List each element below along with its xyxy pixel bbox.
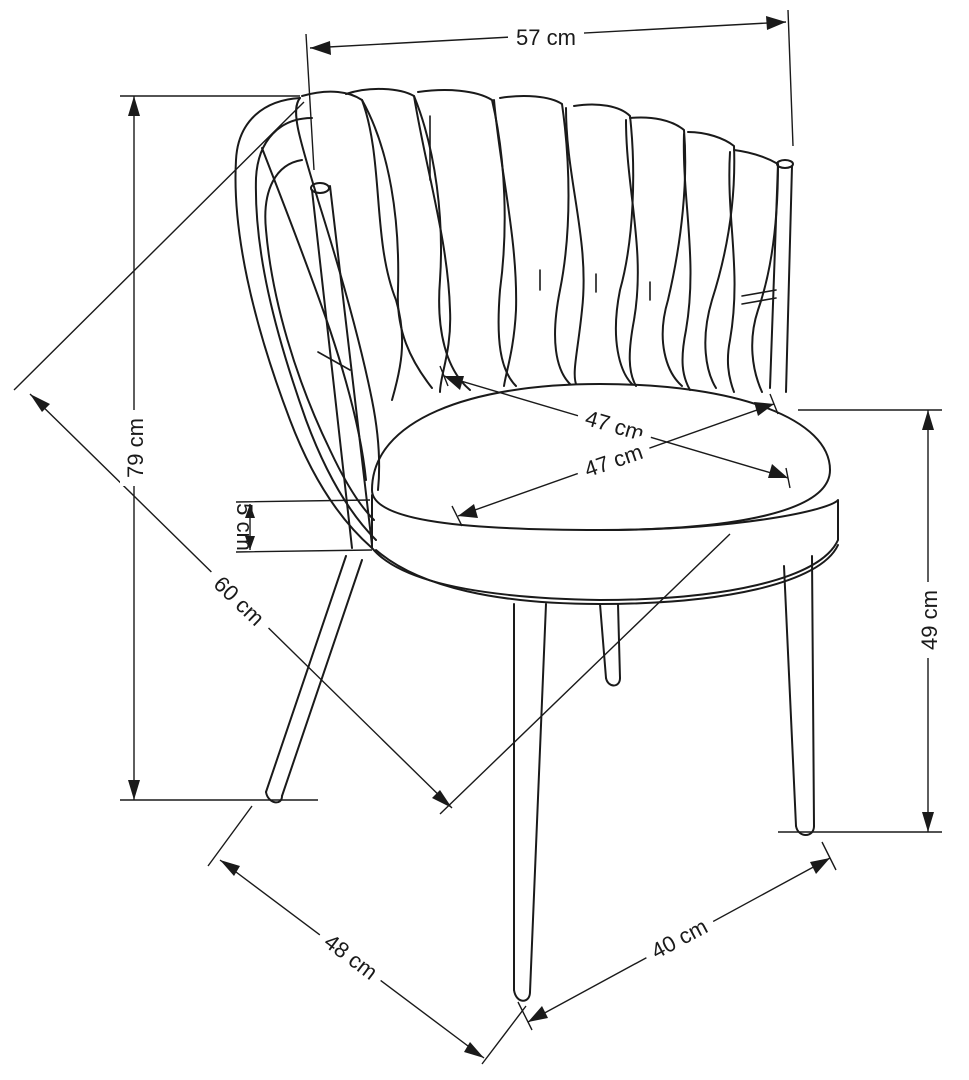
label-seat-thickness: 5 cm — [232, 503, 257, 551]
seat-base — [375, 544, 839, 605]
back-post-bracket — [317, 351, 351, 371]
label-seat-height: 49 cm — [917, 590, 942, 650]
right-post-top — [776, 159, 794, 169]
back-post-top — [310, 182, 330, 194]
dim-leg-depth — [207, 805, 527, 1065]
back-post — [311, 185, 373, 549]
dimension-lines — [13, 9, 942, 1065]
right-post — [769, 163, 793, 393]
label-height: 79 cm — [123, 418, 148, 478]
label-width: 57 cm — [516, 25, 576, 50]
back-frame-outer — [234, 97, 373, 549]
back-frame-inner — [254, 117, 377, 541]
dim-seat-thickness — [235, 499, 373, 553]
seat-top — [371, 383, 831, 531]
back-frame-inner2 — [264, 159, 375, 521]
woven-backrest — [261, 87, 779, 491]
chair-outline — [234, 87, 839, 1002]
legs — [265, 555, 815, 1002]
seat-side — [371, 494, 839, 601]
right-post-bracket — [741, 289, 777, 305]
dimension-labels: 57 cm 79 cm 60 cm 47 cm 47 cm 5 cm 49 cm… — [120, 22, 944, 989]
